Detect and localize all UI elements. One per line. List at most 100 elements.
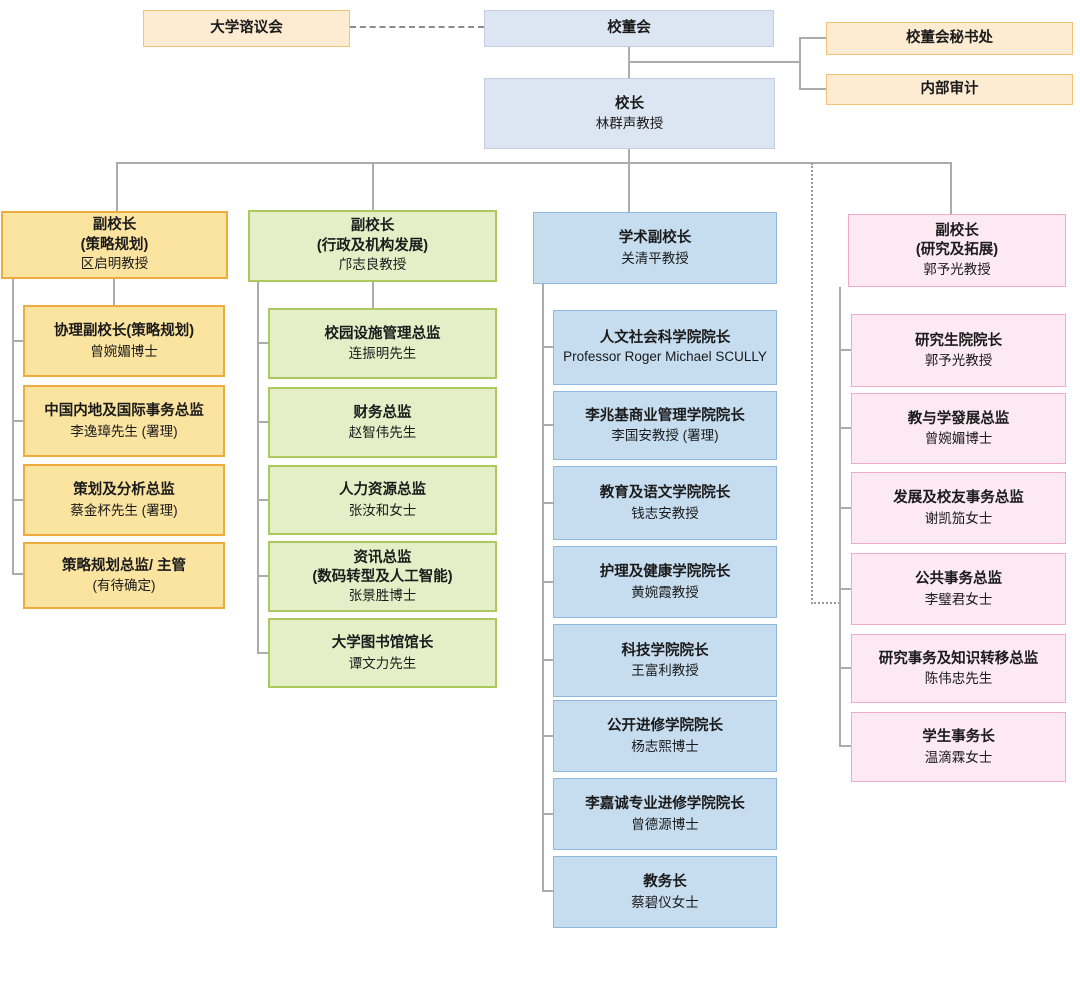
box-dean-science-technology: 科技学院院长 王富利教授: [553, 624, 777, 697]
box-title: 公开进修学院院长: [607, 718, 723, 735]
box-title: 校长: [615, 95, 644, 112]
connector-line: [542, 284, 544, 892]
box-vp-administration: 副校长 (行政及机构发展) 邝志良教授: [248, 210, 497, 282]
connector-line: [839, 287, 841, 747]
connector-line: [628, 61, 800, 63]
box-title: 协理副校长(策略规划): [53, 323, 195, 340]
box-name: 蔡金杯先生 (署理): [70, 502, 178, 518]
box-title: 校董会秘书处: [906, 30, 993, 47]
box-title: 校董会: [607, 20, 651, 37]
box-title: 策划及分析总监: [73, 482, 175, 499]
box-name: 连振明先生: [348, 346, 417, 362]
box-university-council: 大学谘议会: [143, 10, 350, 47]
box-title: 大学谘议会: [210, 20, 283, 37]
box-dean-of-students: 学生事务长 温滴霖女士: [851, 712, 1066, 782]
box-director-campus-facilities: 校园设施管理总监 连振明先生: [268, 308, 497, 379]
box-name: 关清平教授: [621, 250, 689, 266]
box-name: 区启明教授: [80, 256, 149, 272]
box-title: 学生事务长: [922, 729, 995, 746]
box-title: 李嘉诚专业进修学院院长: [585, 796, 745, 813]
box-name: 曾德源博士: [631, 816, 699, 832]
box-name: Professor Roger Michael SCULLY: [563, 349, 767, 365]
box-subtitle: (行政及机构发展): [316, 237, 429, 254]
box-title: 人文社会科学院院长: [599, 330, 731, 347]
connector-line: [12, 340, 23, 342]
box-dean-education-languages: 教育及语文学院院长 钱志安教授: [553, 466, 777, 540]
box-name: 张景胜博士: [348, 587, 417, 603]
box-name: 赵智伟先生: [348, 425, 417, 441]
box-title: 内部审计: [920, 81, 979, 98]
box-president: 校长 林群声教授: [484, 78, 775, 149]
box-name: 曾婉媚博士: [924, 431, 993, 447]
connector-line: [839, 667, 851, 669]
box-title: 研究生院院长: [915, 332, 1002, 349]
box-title: 财务总监: [353, 404, 412, 421]
connector-line: [542, 735, 553, 737]
connector-line: [12, 420, 23, 422]
box-university-librarian: 大学图书馆馆长 谭文力先生: [268, 618, 497, 688]
connector-line: [839, 507, 851, 509]
box-name: 谢凯笳女士: [924, 510, 993, 526]
connector-line: [116, 162, 118, 211]
box-dean-humanities-social-sciences: 人文社会科学院院长 Professor Roger Michael SCULLY: [553, 310, 777, 385]
box-name: (有待确定): [92, 578, 156, 594]
box-director-planning-analysis: 策划及分析总监 蔡金杯先生 (署理): [23, 464, 225, 536]
box-name: 李国安教授 (署理): [611, 428, 719, 444]
box-associate-vp-strategic-planning: 协理副校长(策略规划) 曾婉媚博士: [23, 305, 225, 377]
connector-line: [113, 279, 115, 305]
box-title: 副校长: [92, 217, 137, 234]
connector-main-branch: [116, 162, 952, 164]
connector-line: [372, 162, 374, 210]
box-subtitle: (数码转型及人工智能): [312, 568, 453, 585]
box-name: 李逸璋先生 (署理): [70, 423, 178, 439]
connector-line: [257, 421, 268, 423]
box-title: 教与学發展总监: [907, 410, 1010, 427]
connector-line: [542, 659, 553, 661]
connector-council-board-dashed: [350, 26, 484, 28]
box-title: 人力资源总监: [339, 482, 426, 499]
box-title: 大学图书馆馆长: [331, 635, 434, 652]
box-director-development-alumni: 发展及校友事务总监 谢凯笳女士: [851, 472, 1066, 544]
box-name: 杨志熙博士: [631, 738, 699, 754]
connector-line: [542, 424, 553, 426]
connector-line: [950, 162, 952, 214]
box-director-teaching-learning: 教与学發展总监 曾婉媚博士: [851, 393, 1066, 464]
connector-line: [799, 37, 826, 39]
box-dean-open-learning: 公开进修学院院长 杨志熙博士: [553, 700, 777, 772]
box-title: 教育及语文学院院长: [599, 485, 731, 502]
box-title: 发展及校友事务总监: [893, 490, 1024, 507]
box-name: 郭予光教授: [923, 261, 991, 277]
box-title: 学术副校长: [618, 230, 692, 247]
box-name: 谭文力先生: [348, 655, 417, 671]
connector-line: [542, 346, 553, 348]
connector-line: [542, 502, 553, 504]
box-name: 邝志良教授: [338, 257, 407, 273]
connector-line: [839, 745, 851, 747]
box-dean-business-administration: 李兆基商业管理学院院长 李国安教授 (署理): [553, 391, 777, 460]
box-director-finance: 财务总监 赵智伟先生: [268, 387, 497, 458]
box-director-public-affairs: 公共事务总监 李璧君女士: [851, 553, 1066, 625]
box-subtitle: (研究及拓展): [915, 242, 999, 259]
box-name: 李璧君女士: [924, 591, 993, 607]
box-title: 教务长: [643, 874, 687, 891]
connector-line: [628, 162, 630, 212]
box-director-research-knowledge-transfer: 研究事务及知识转移总监 陈伟忠先生: [851, 634, 1066, 703]
connector-line: [257, 652, 268, 654]
box-title: 科技学院院长: [621, 642, 709, 659]
box-name: 陈伟忠先生: [924, 671, 993, 687]
box-title: 中国内地及国际事务总监: [44, 403, 204, 420]
box-title: 策略规划总监/ 主管: [61, 557, 187, 574]
box-title: 校园设施管理总监: [324, 325, 441, 342]
connector-line: [839, 349, 851, 351]
connector-line: [542, 581, 553, 583]
connector-line: [257, 282, 259, 653]
box-director-mainland-international-affairs: 中国内地及国际事务总监 李逸璋先生 (署理): [23, 385, 225, 457]
box-internal-audit: 内部审计: [826, 74, 1073, 105]
box-academic-vp: 学术副校长 关清平教授: [533, 212, 777, 284]
box-name: 钱志安教授: [631, 505, 699, 521]
connector-line: [799, 37, 801, 90]
connector-line: [12, 279, 14, 575]
connector-line: [542, 813, 553, 815]
connector-line: [12, 499, 23, 501]
box-title: 研究事务及知识转移总监: [878, 650, 1039, 667]
